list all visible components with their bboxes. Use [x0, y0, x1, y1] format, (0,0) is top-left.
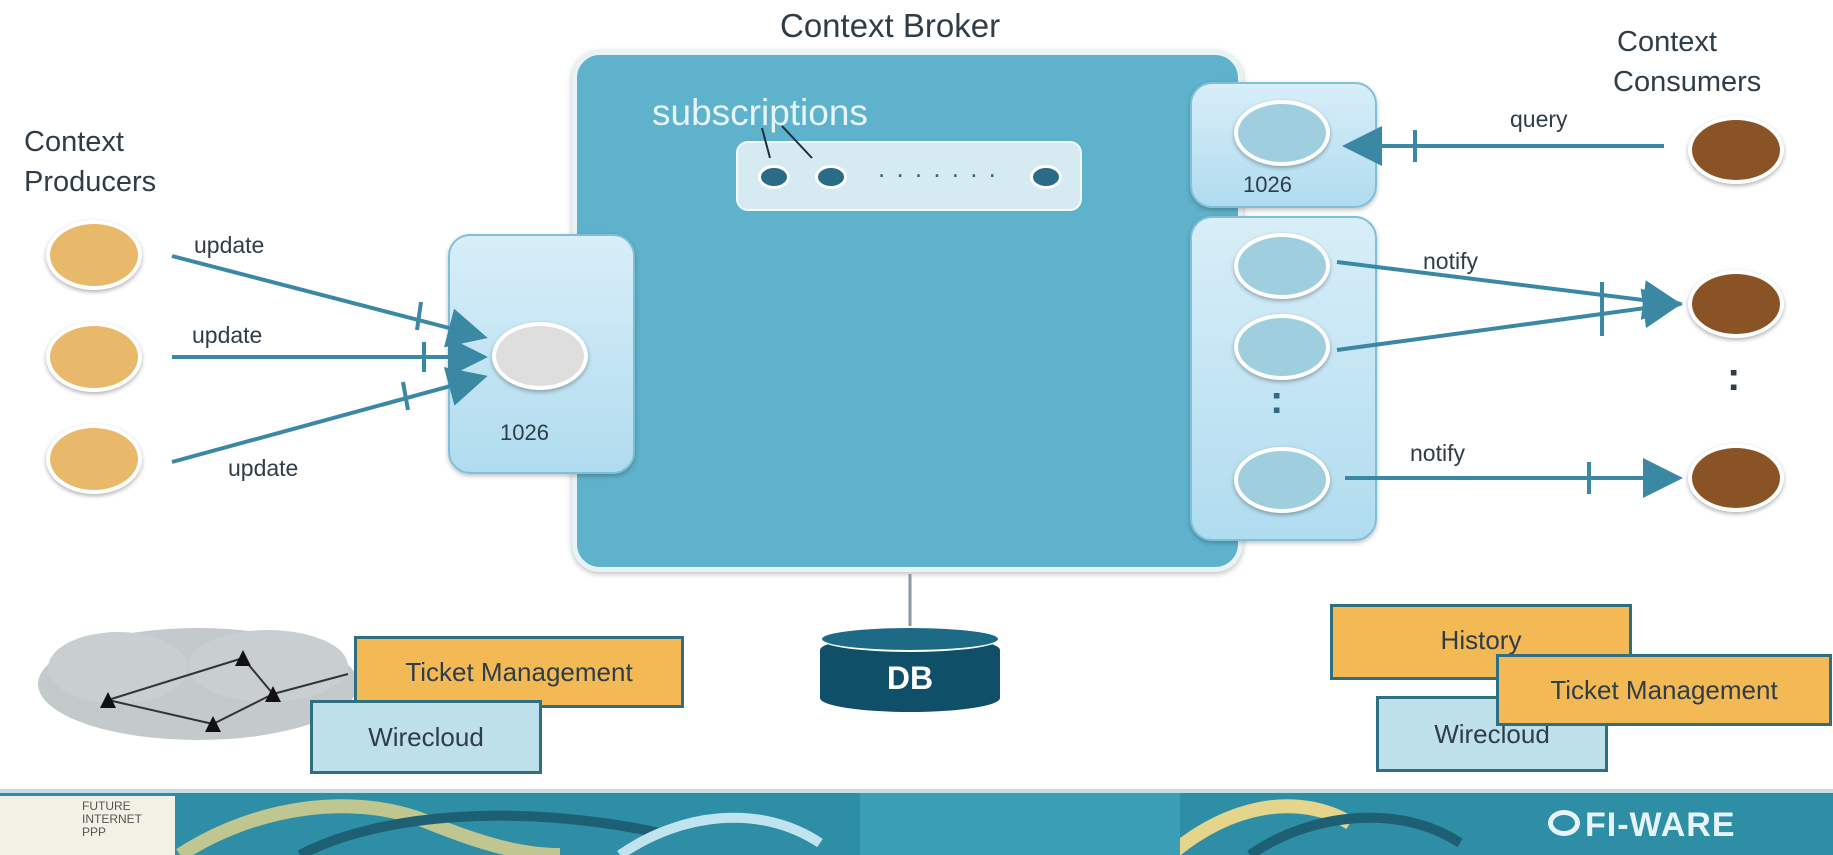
subscriptions-label: subscriptions — [652, 92, 868, 133]
sensor-icon — [205, 716, 221, 732]
update-tick-3 — [401, 381, 410, 411]
subscription-pointer — [761, 127, 771, 159]
consumers-label-line1: Context — [1617, 26, 1717, 58]
future-internet-text: FUTURE INTERNET PPP — [82, 799, 142, 839]
subscriptions-ellipsis: . . . . . . . — [878, 153, 998, 183]
wirecloud-box-right: Wirecloud — [1376, 696, 1608, 772]
query-port-number: 1026 — [1243, 172, 1292, 197]
ticket-management-box-left: Ticket Management — [354, 636, 684, 708]
producers-label-line2: Producers — [24, 166, 157, 198]
footer-banner — [0, 793, 1833, 855]
consumer-node — [1688, 444, 1784, 512]
update-arrow-1 — [171, 254, 488, 348]
subscription-pointer — [781, 125, 813, 159]
consumers-label-line2: Consumers — [1613, 66, 1762, 98]
consumers-label: Context Consumers — [1613, 22, 1761, 102]
database-top — [820, 626, 1000, 652]
producer-node — [46, 424, 142, 494]
sensor-icon — [100, 692, 116, 708]
query-port-ellipse — [1234, 100, 1330, 166]
producers-label-line1: Context — [24, 126, 124, 158]
update-label-1: update — [194, 232, 265, 258]
notify-port-ellipse — [1234, 447, 1330, 513]
producers-label: Context Producers — [24, 122, 156, 202]
update-label-2: update — [192, 322, 263, 348]
notify-port-ellipse — [1234, 314, 1330, 380]
broker-title: Context Broker — [780, 7, 1001, 44]
subscriptions-list: . . . . . . . — [736, 141, 1082, 211]
future-internet-logo — [0, 796, 175, 855]
update-tick-1 — [415, 301, 423, 331]
consumer-node — [1688, 116, 1784, 184]
consumers-ellipsis: : — [1727, 355, 1741, 399]
notify-arrow-2 — [1336, 288, 1683, 352]
query-label: query — [1510, 106, 1568, 132]
fiware-logo-icon — [1548, 810, 1580, 836]
banner-divider — [0, 789, 1833, 793]
input-port-number: 1026 — [500, 420, 549, 445]
update-label-3: update — [228, 455, 299, 481]
wirecloud-box-left: Wirecloud — [310, 700, 542, 774]
producer-node — [46, 220, 142, 290]
banner-decoration — [176, 793, 1463, 855]
notify-label-1: notify — [1423, 248, 1478, 274]
producer-node — [46, 322, 142, 392]
notify-port-ellipse — [1234, 233, 1330, 299]
database-label: DB — [886, 660, 934, 696]
sensor-network-cloud — [38, 628, 358, 740]
consumer-node — [1688, 270, 1784, 338]
subscription-item — [815, 165, 847, 189]
fiware-logo-text: FI-WARE — [1585, 806, 1736, 844]
input-port-ellipse — [492, 322, 588, 390]
notify-ports-ellipsis: : — [1270, 378, 1284, 422]
notify-arrow-1 — [1336, 260, 1683, 320]
update-arrow-3 — [171, 367, 488, 464]
subscription-item — [1030, 165, 1062, 189]
sensor-icon — [235, 650, 251, 666]
notify-label-2: notify — [1410, 440, 1465, 466]
context-broker-box — [572, 50, 1243, 572]
ticket-management-box-right: Ticket Management — [1496, 654, 1832, 726]
subscription-item — [758, 165, 790, 189]
sensor-icon — [265, 686, 281, 702]
